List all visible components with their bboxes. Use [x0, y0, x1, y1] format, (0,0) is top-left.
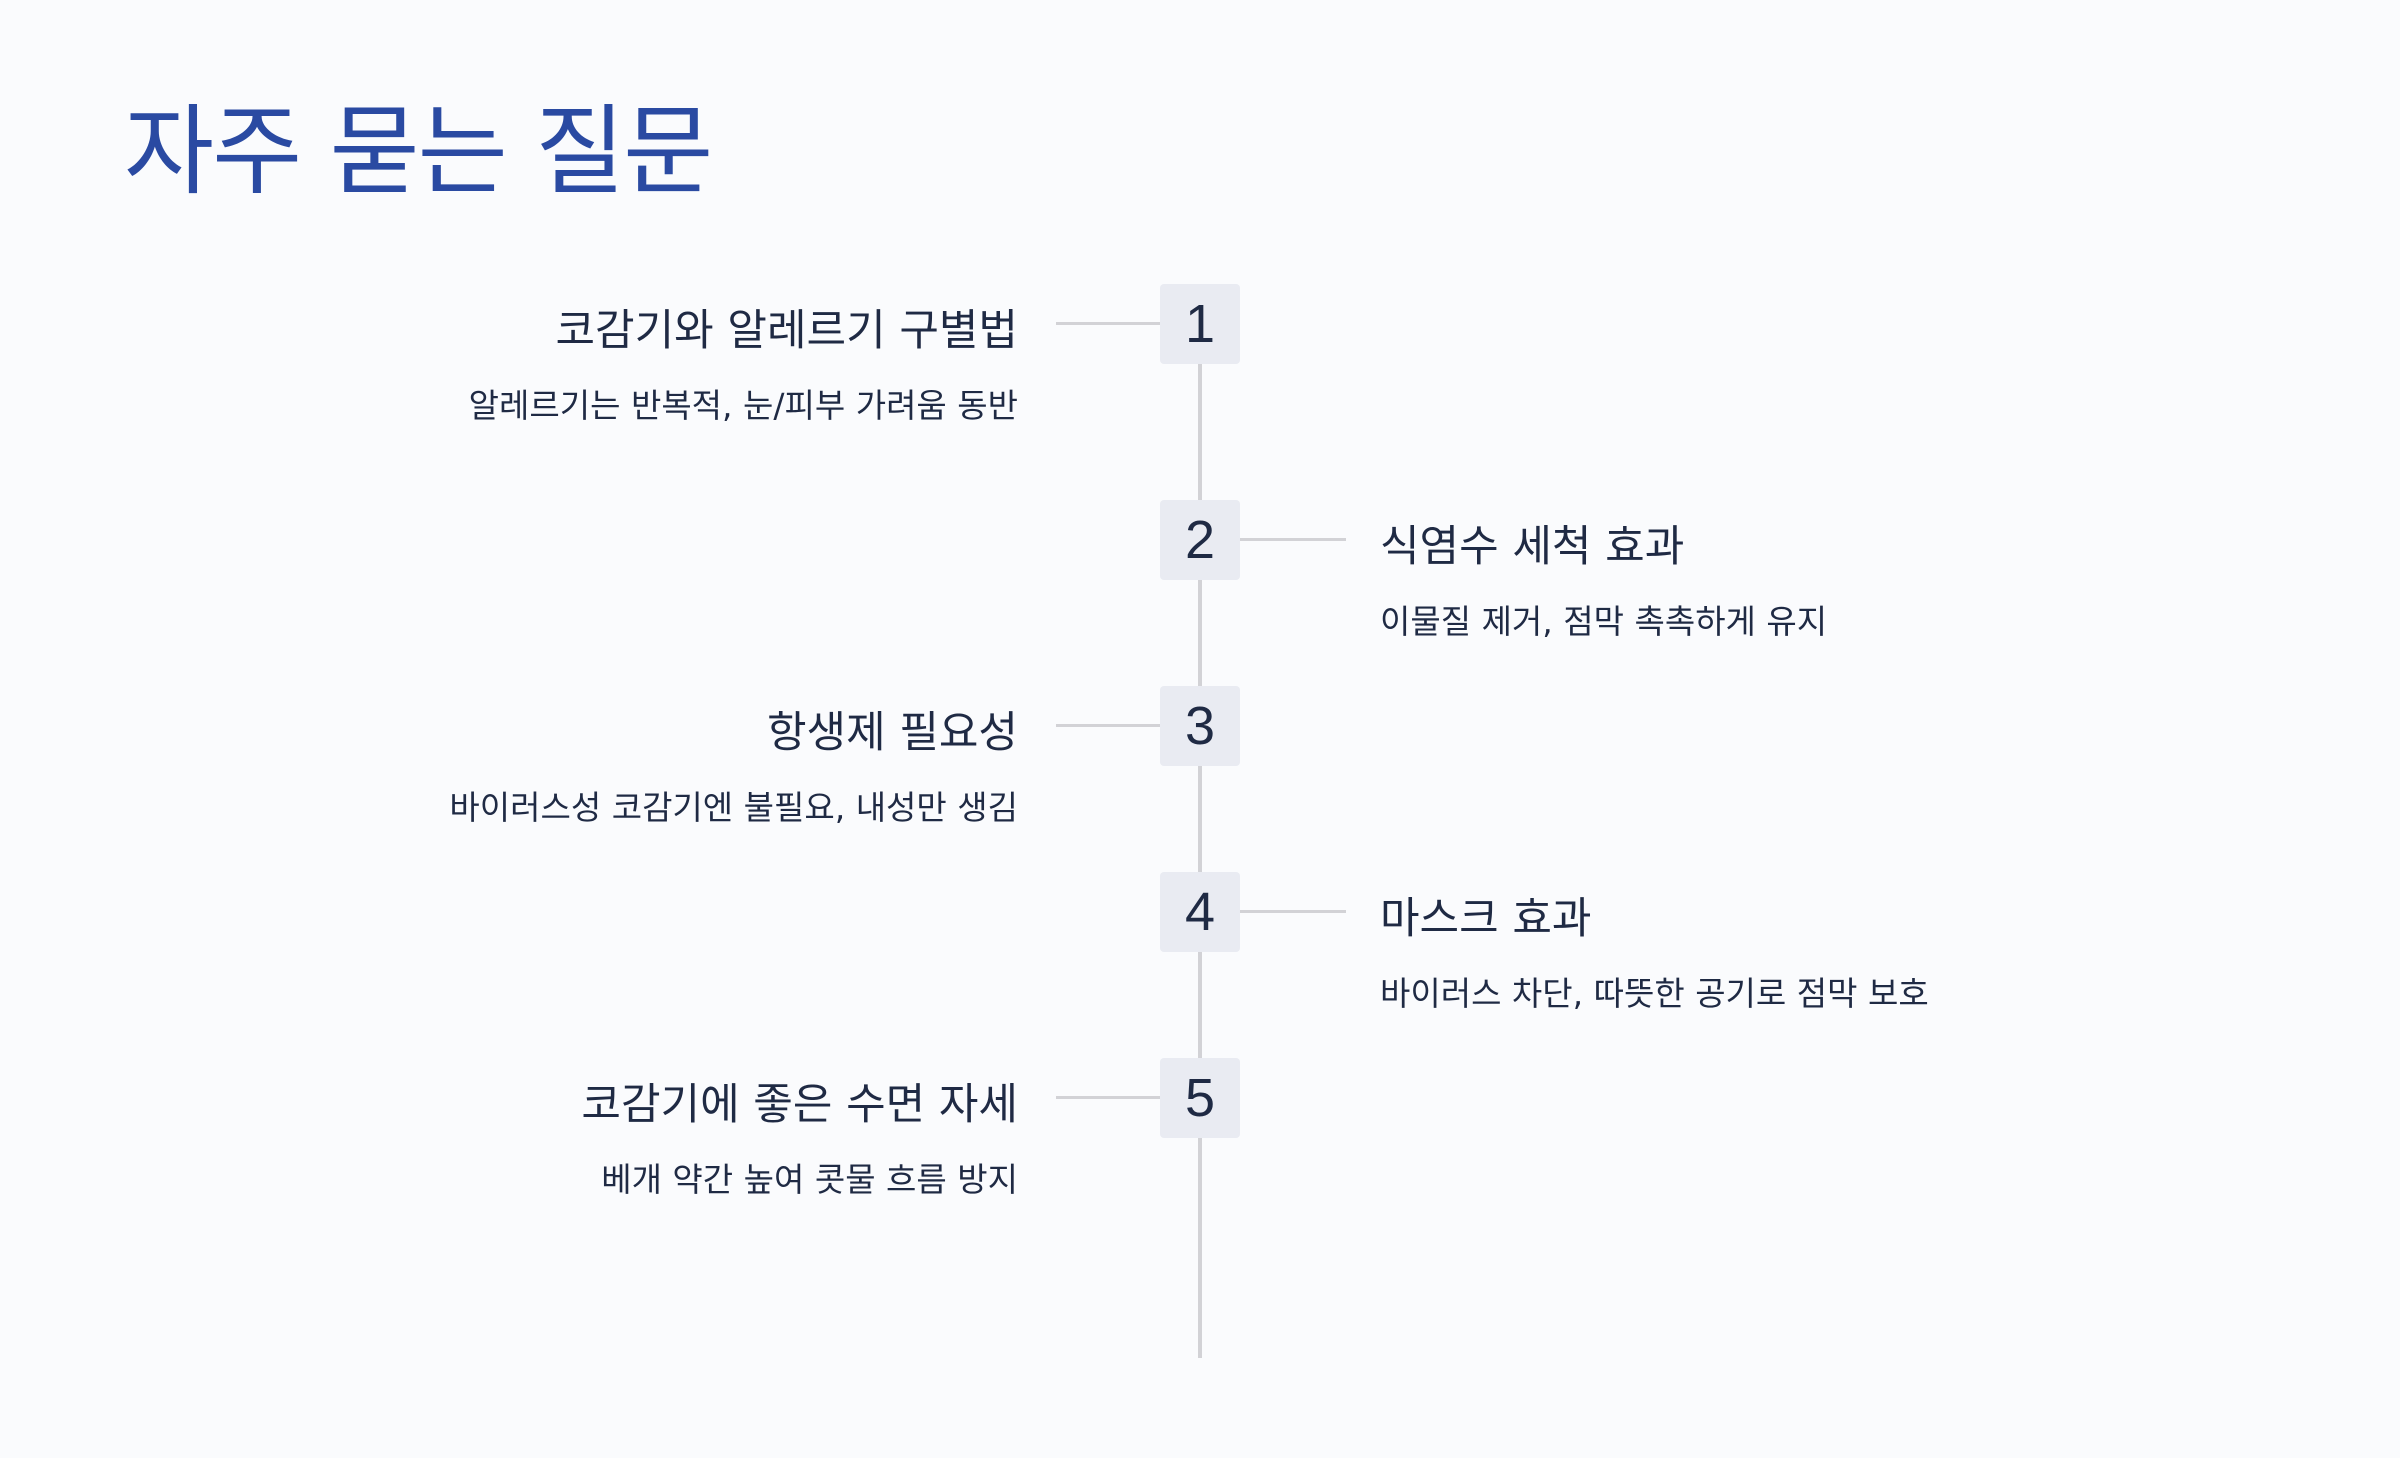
- connector-4: [1240, 910, 1346, 913]
- step-number-1: 1: [1160, 284, 1240, 364]
- faq-description-5: 베개 약간 높여 콧물 흐름 방지: [601, 1160, 1018, 1199]
- faq-description-1: 알레르기는 반복적, 눈/피부 가려움 동반: [468, 386, 1018, 425]
- connector-5: [1056, 1096, 1162, 1099]
- step-number-2: 2: [1160, 500, 1240, 580]
- step-number-5: 5: [1160, 1058, 1240, 1138]
- faq-description-2: 이물질 제거, 점막 촉촉하게 유지: [1380, 602, 1828, 641]
- faq-description-3: 바이러스성 코감기엔 불필요, 내성만 생김: [449, 788, 1018, 827]
- faq-title-5: 코감기에 좋은 수면 자세: [581, 1080, 1018, 1130]
- timeline-line: [1198, 300, 1202, 1358]
- faq-description-4: 바이러스 차단, 따뜻한 공기로 점막 보호: [1380, 974, 1929, 1013]
- faq-title-1: 코감기와 알레르기 구별법: [555, 306, 1019, 356]
- connector-2: [1240, 538, 1346, 541]
- faq-title-4: 마스크 효과: [1380, 894, 1592, 944]
- faq-title-3: 항생제 필요성: [766, 708, 1018, 758]
- connector-3: [1056, 724, 1162, 727]
- page-title: 자주 묻는 질문: [124, 95, 713, 209]
- connector-1: [1056, 322, 1162, 325]
- step-number-3: 3: [1160, 686, 1240, 766]
- faq-title-2: 식염수 세척 효과: [1380, 522, 1685, 572]
- step-number-4: 4: [1160, 872, 1240, 952]
